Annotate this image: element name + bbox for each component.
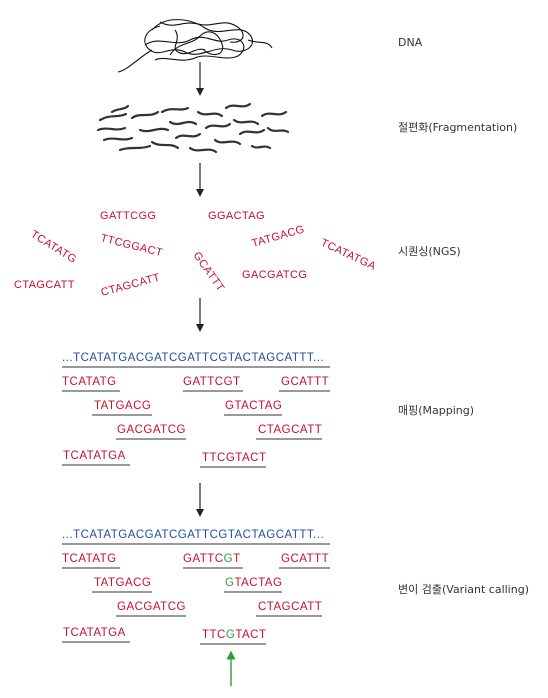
variant-base: G <box>225 577 234 589</box>
variant-read: GCATTT <box>281 553 329 565</box>
variant-read: GATTCGT <box>183 553 241 565</box>
dna-tangle-illustration <box>117 19 273 73</box>
fragment-read: TATGACG <box>251 223 307 250</box>
variant-read: TATGACG <box>94 577 151 589</box>
variant-read: CTAGCATT <box>258 601 322 613</box>
mapping-alignment: ...TCATATGACGATCGATTCGTACTAGCATTT... TCA… <box>62 352 330 468</box>
mapped-read: TTCGTACT <box>202 452 266 464</box>
mapped-read: TCATATG <box>62 376 117 388</box>
sequencing-fragments: GATTCGG GGACTAG TCATATG TTCGGACT GCATTT … <box>14 210 378 299</box>
fragment-read: GACGATCG <box>242 269 307 281</box>
mapped-read: GCATTT <box>281 376 329 388</box>
variant-base: G <box>224 553 233 565</box>
fragment-read: TTCGGACT <box>99 232 164 259</box>
fragment-strands-illustration <box>96 102 290 154</box>
mapped-read: CTAGCATT <box>258 424 322 436</box>
variant-read: TCATATG <box>62 553 117 565</box>
fragment-read: CTAGCATT <box>14 279 75 291</box>
mapped-read: GTACTAG <box>225 400 282 412</box>
stage-label-variant-calling: 변이 검출(Variant calling) <box>398 583 529 596</box>
mapped-read: GACGATCG <box>117 424 186 436</box>
fragment-read: GATTCGG <box>100 210 156 222</box>
stage-label-fragmentation: 절편화(Fragmentation) <box>398 121 517 134</box>
variant-read: TTCGTACT <box>202 629 266 641</box>
variant-read: GACGATCG <box>117 601 186 613</box>
mapped-read: TCATATGA <box>63 450 126 462</box>
variant-read: TCATATGA <box>63 627 126 639</box>
fragment-read: TCATATGA <box>319 237 378 273</box>
fragment-read: GCATTT <box>191 250 227 294</box>
mapped-read: GATTCGT <box>183 376 241 388</box>
fragment-read: GGACTAG <box>208 210 265 222</box>
reference-sequence: ...TCATATGACGATCGATTCGTACTAGCATTT... <box>62 529 324 541</box>
fragment-read: TCATATG <box>28 228 78 266</box>
mapped-read: TATGACG <box>94 400 151 412</box>
fragment-read: CTAGCATT <box>100 272 162 299</box>
variant-read: GTACTAG <box>225 577 282 589</box>
variant-base: G <box>226 629 235 641</box>
stage-label-sequencing: 시퀀싱(NGS) <box>398 245 461 258</box>
reference-sequence: ...TCATATGACGATCGATTCGTACTAGCATTT... <box>62 352 324 364</box>
stage-label-dna: DNA <box>398 36 423 49</box>
stage-label-mapping: 매핑(Mapping) <box>398 404 474 417</box>
variant-calling-alignment: ...TCATATGACGATCGATTCGTACTAGCATTT... TCA… <box>62 529 330 686</box>
